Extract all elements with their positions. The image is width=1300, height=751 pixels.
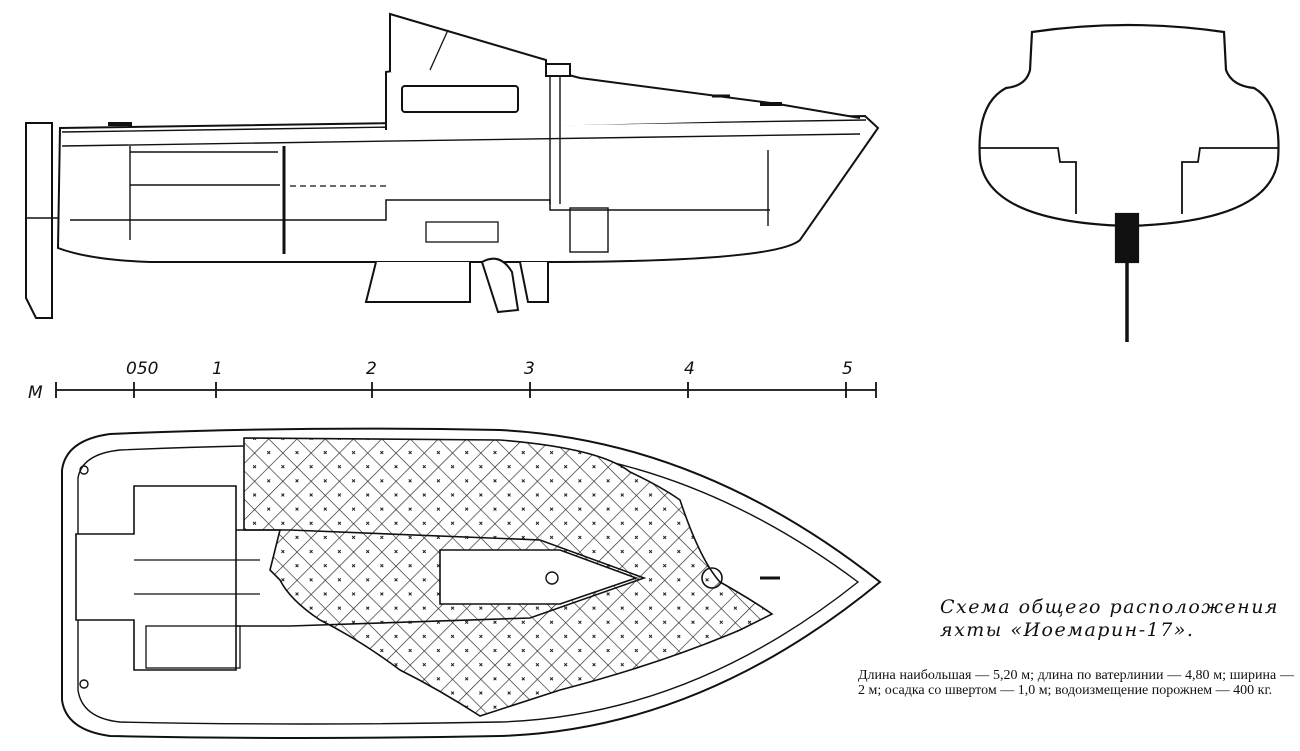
deck-fitting-ring xyxy=(701,567,723,589)
section-berth-right xyxy=(1181,147,1278,214)
cross-section-view xyxy=(978,23,1280,342)
section-centreboard-case xyxy=(1114,212,1140,264)
forehatch xyxy=(439,549,639,605)
side-profile-view xyxy=(25,12,880,319)
drawing-specifications: Длина наибольшая — 5,20 м; длина по вате… xyxy=(858,668,1294,698)
scale-unit-label: М xyxy=(28,383,43,403)
scale-tick-label: 5 xyxy=(842,359,853,379)
scale-bar xyxy=(55,382,877,398)
cabin-coaming xyxy=(236,529,647,627)
scale-tick-label: 1 xyxy=(212,359,223,379)
hull-side xyxy=(56,114,880,263)
stern-fitting-left xyxy=(79,465,89,475)
scale-tick-label: 4 xyxy=(684,359,695,379)
stern-fitting-right xyxy=(79,679,89,689)
section-berth-left xyxy=(980,147,1077,214)
rudder xyxy=(25,122,53,319)
sheer-line xyxy=(61,133,861,147)
drawing-caption-title: Схема общего расположения яхты «Иоемарин… xyxy=(940,596,1280,641)
section-hull xyxy=(978,23,1280,228)
plan-view xyxy=(61,427,882,739)
scale-tick-label: 050 xyxy=(126,359,158,379)
mast-hole xyxy=(545,571,559,585)
sprayhood-frame xyxy=(429,29,449,71)
cockpit-seat-plan xyxy=(134,559,260,595)
berth-opening xyxy=(425,221,499,243)
keel xyxy=(364,261,471,303)
scale-tick-label: 2 xyxy=(366,359,377,379)
cockpit-locker xyxy=(145,625,241,669)
cabin-window xyxy=(401,85,519,113)
scale-tick-label: 3 xyxy=(524,359,535,379)
sprayhood xyxy=(389,12,547,72)
cockpit-floor xyxy=(70,199,770,221)
cockpit xyxy=(75,485,237,671)
cockpit-seat xyxy=(129,146,280,240)
centreboard xyxy=(480,257,520,314)
mast-base xyxy=(545,63,571,77)
mast-step xyxy=(549,70,561,204)
centreboard-case xyxy=(569,207,609,253)
keel-right xyxy=(519,261,549,303)
